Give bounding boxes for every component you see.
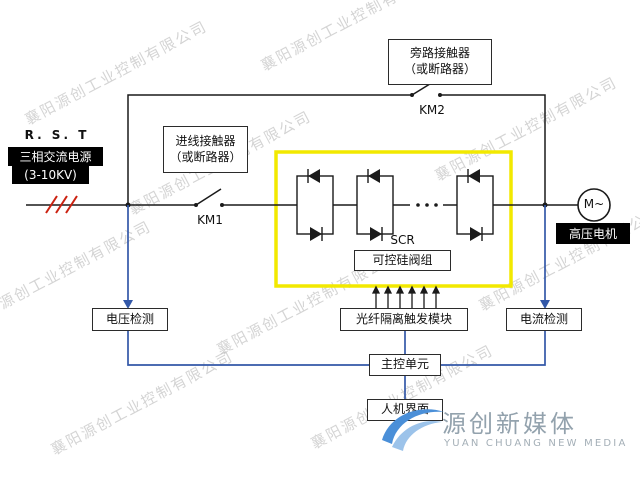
thyristor-module <box>296 169 334 241</box>
voltage-sense-arrowhead <box>123 300 133 309</box>
bypass-contactor-line2: （或断路器） <box>403 62 476 76</box>
main-control-unit-label: 主控单元 <box>369 354 441 376</box>
logo-wave-icon <box>382 409 444 451</box>
voltage-detection-text: 电压检测 <box>105 311 154 326</box>
power-voltage-label: (3-10KV) <box>12 166 89 184</box>
scr-label: SCR <box>390 233 415 247</box>
power-source-label: 三相交流电源 <box>8 147 103 166</box>
trigger-module-text: 光纤隔离触发模块 <box>355 311 452 326</box>
incoming-contactor-label: 进线接触器 （或断路器） <box>163 126 248 173</box>
trigger-arrows <box>371 285 441 308</box>
series-ellipsis-dots <box>416 203 438 207</box>
km1-contact-dots <box>194 203 224 207</box>
km1-label: KM1 <box>197 213 223 227</box>
incoming-contactor-line1: 进线接触器 <box>175 133 236 148</box>
scr-valve-group-text: 可控硅阀组 <box>372 252 433 267</box>
main-control-unit-text: 主控单元 <box>380 357 429 372</box>
control-lines <box>127 205 546 399</box>
incoming-contactor-line2: （或断路器） <box>169 149 242 164</box>
motor-circle <box>577 188 611 222</box>
media-logo: 源创新媒体 YUAN CHUANG NEW MEDIA <box>376 398 625 460</box>
motor-symbol: M~ <box>583 197 605 211</box>
km1-switch-blade <box>195 188 222 206</box>
motor-label: 高压电机 <box>556 223 630 244</box>
thyristor-module <box>356 169 394 241</box>
phase-rst-label: R. S. T <box>24 128 90 142</box>
thyristor-module <box>456 169 494 241</box>
current-detection-label: 电流检测 <box>506 308 582 331</box>
current-detection-text: 电流检测 <box>519 311 568 326</box>
scr-valve-group-label: 可控硅阀组 <box>354 250 451 271</box>
trigger-module-label: 光纤隔离触发模块 <box>340 308 468 331</box>
phase-marks <box>45 195 78 214</box>
km2-label: KM2 <box>419 103 445 117</box>
logo-name: 源创新媒体 <box>442 410 577 438</box>
logo-subtitle: YUAN CHUANG NEW MEDIA <box>444 438 628 449</box>
voltage-detection-label: 电压检测 <box>92 308 168 331</box>
bypass-contactor-line1: 旁路接触器 <box>409 46 470 61</box>
bypass-contactor-label: 旁路接触器 （或断路器） <box>388 39 492 85</box>
scr-valve-frame <box>274 150 513 288</box>
km2-contact-dots <box>410 93 442 97</box>
current-sense-arrowhead <box>540 300 550 309</box>
bypass-circuit-line <box>127 94 546 205</box>
